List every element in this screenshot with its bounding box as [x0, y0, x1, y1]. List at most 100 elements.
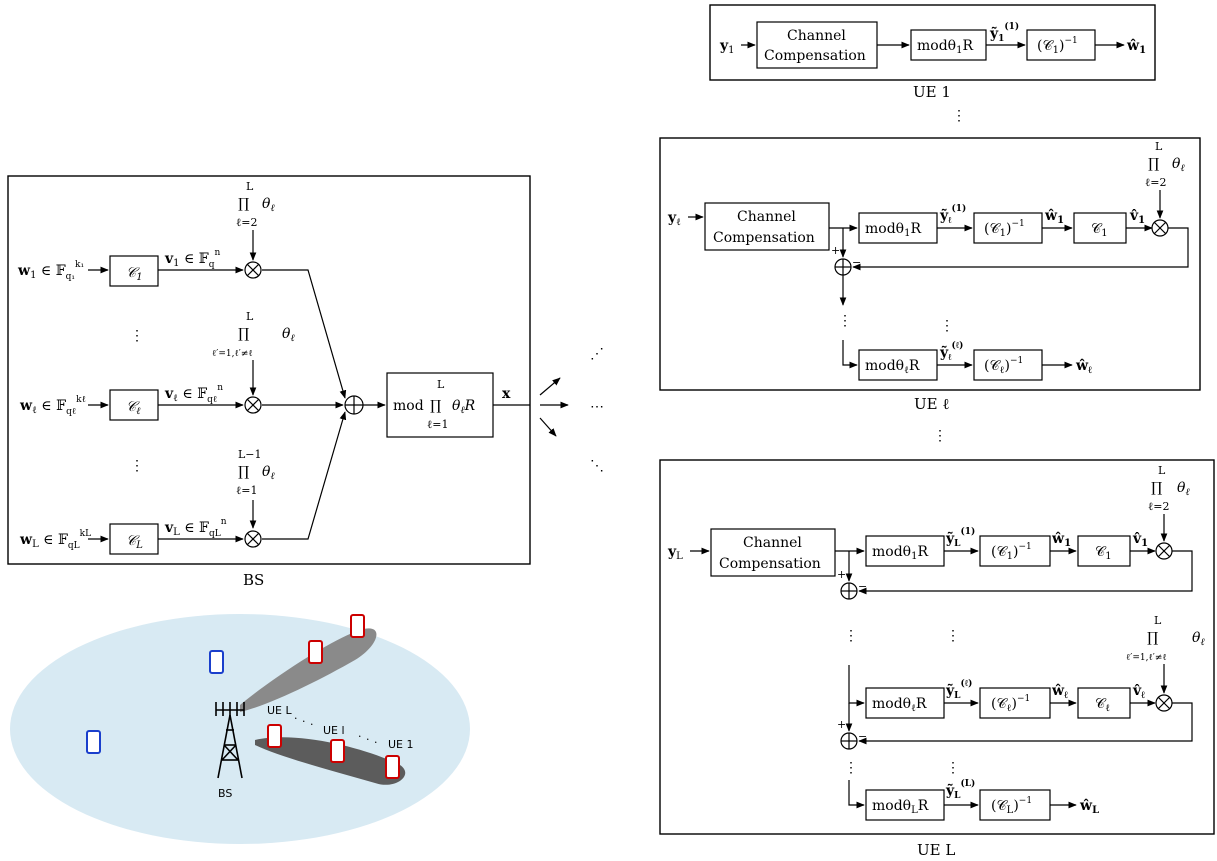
- bs-mod-block: [386, 372, 494, 438]
- svg-text:L−1: L−1: [238, 448, 262, 461]
- svg-text:⋮: ⋮: [933, 428, 947, 444]
- svg-text:∏: ∏: [238, 196, 249, 212]
- svg-text:∏: ∏: [430, 398, 441, 414]
- svg-text:θℓ: θℓ: [1177, 480, 1190, 498]
- broadcast: ⋰ ⋯ ⋱: [539, 346, 604, 474]
- cell-coverage: [10, 614, 470, 844]
- svg-text:⋰: ⋰: [590, 346, 604, 362]
- served-ue-icon: [385, 755, 400, 779]
- beam-upper: [240, 628, 377, 712]
- svg-text:ℓ=1: ℓ=1: [236, 484, 257, 497]
- uel-caption: UE ℓ: [914, 395, 950, 413]
- svg-text:θℓ: θℓ: [1192, 630, 1205, 648]
- bs-caption: BS: [243, 571, 264, 589]
- svg-text:L: L: [246, 180, 254, 193]
- svg-text:θℓ: θℓ: [1172, 156, 1185, 174]
- ueL-receiver: yL Channel Compensation modθ1R ỹL(1) (𝒞1…: [659, 459, 1215, 859]
- svg-text:ℓ′=1,ℓ′≠ℓ: ℓ′=1,ℓ′≠ℓ: [1126, 653, 1167, 663]
- svg-text:ŵL: ŵL: [1079, 798, 1099, 816]
- svg-text:−: −: [852, 256, 861, 269]
- svg-text:ℓ=2: ℓ=2: [1148, 500, 1169, 513]
- svg-text:L: L: [1158, 464, 1166, 477]
- svg-text:∏: ∏: [1151, 480, 1162, 496]
- svg-text:+: +: [837, 568, 846, 581]
- svg-text:modθ1R: modθ1R: [872, 544, 928, 562]
- svg-text:⋮: ⋮: [844, 760, 858, 776]
- svg-text:θℓR: θℓR: [452, 398, 476, 416]
- beam-label-ueL: UE L: [267, 704, 292, 717]
- svg-text:+: +: [831, 244, 840, 257]
- input-w1: w1 ∈ 𝔽q₁k₁: [17, 260, 84, 282]
- svg-text:+: +: [837, 718, 846, 731]
- svg-text:ỹℓ(ℓ): ỹℓ(ℓ): [939, 340, 963, 363]
- svg-text:yℓ: yℓ: [667, 210, 681, 228]
- svg-text:ỹℓ(1): ỹℓ(1): [939, 203, 966, 226]
- codeword-vl: vℓ ∈ 𝔽qℓn: [164, 383, 223, 405]
- svg-text:ŵ1: ŵ1: [1126, 38, 1146, 56]
- svg-text:mod: mod: [393, 398, 424, 414]
- svg-text:ℓ′=1,ℓ′≠ℓ: ℓ′=1,ℓ′≠ℓ: [212, 349, 253, 359]
- svg-text:·: ·: [374, 736, 378, 749]
- svg-text:modθLR: modθLR: [872, 798, 929, 816]
- svg-text:·: ·: [310, 718, 314, 731]
- svg-text:ỹ1(1): ỹ1(1): [989, 21, 1019, 44]
- svg-text:modθℓR: modθℓR: [872, 696, 927, 714]
- svg-text:⋮: ⋮: [952, 108, 966, 124]
- svg-text:Compensation: Compensation: [713, 230, 815, 246]
- ue1-receiver: y1 Channel Compensation modθ1R ỹ1(1) (𝒞1…: [709, 4, 1156, 124]
- svg-text:⋮: ⋮: [946, 628, 960, 644]
- svg-text:ℓ=2: ℓ=2: [1145, 176, 1166, 189]
- beam-label-ue1: UE 1: [388, 738, 414, 751]
- dots-bs-2: ⋮: [130, 458, 144, 474]
- svg-text:v̂1: v̂1: [1129, 208, 1145, 226]
- svg-text:∏: ∏: [238, 464, 249, 480]
- svg-text:Channel: Channel: [737, 209, 796, 225]
- svg-text:Compensation: Compensation: [719, 556, 821, 572]
- served-ue-icon: [267, 724, 282, 748]
- codeword-vL: vL ∈ 𝔽qLn: [164, 517, 227, 539]
- svg-text:ℓ=1: ℓ=1: [427, 418, 448, 431]
- svg-text:θℓ: θℓ: [262, 464, 275, 482]
- encoder-c1: [109, 255, 159, 287]
- uel-receiver: yℓ Channel Compensation modθ1R ỹℓ(1) (𝒞1…: [659, 137, 1201, 444]
- svg-text:y1: y1: [719, 38, 735, 56]
- svg-text:v̂1: v̂1: [1132, 531, 1148, 549]
- cell-scene: BS UE L UE l UE 1 ··· ···: [10, 614, 470, 844]
- svg-text:Channel: Channel: [743, 535, 802, 551]
- bs-tower-icon: [215, 702, 245, 779]
- codeword-v1: v1 ∈ 𝔽qn: [164, 248, 220, 270]
- svg-text:·: ·: [294, 712, 298, 725]
- svg-text:modθ1R: modθ1R: [865, 221, 921, 239]
- dots-bs-1: ⋮: [130, 328, 144, 344]
- output-x: x: [502, 386, 511, 402]
- svg-text:ỹL(1): ỹL(1): [945, 526, 975, 549]
- ueL-caption: UE L: [917, 841, 955, 859]
- svg-text:⋱: ⋱: [590, 458, 604, 474]
- svg-text:ŵ1: ŵ1: [1051, 531, 1071, 549]
- svg-text:−: −: [858, 580, 867, 593]
- svg-text:ỹL(L): ỹL(L): [945, 778, 975, 801]
- bs-transmitter: w1 ∈ 𝔽q₁k₁ 𝒞1 v1 ∈ 𝔽qn L ∏ ℓ=2 θℓ ⋮ L ∏ …: [7, 175, 531, 589]
- svg-text:⋮: ⋮: [844, 628, 858, 644]
- svg-text:modθℓR: modθℓR: [865, 358, 920, 376]
- svg-text:−: −: [858, 730, 867, 743]
- svg-text:modθ1R: modθ1R: [917, 38, 973, 56]
- served-ue-icon: [330, 739, 345, 763]
- svg-text:L: L: [1155, 140, 1163, 153]
- svg-text:·: ·: [358, 730, 362, 743]
- svg-text:θℓ: θℓ: [282, 326, 295, 344]
- svg-text:∏: ∏: [1148, 156, 1159, 172]
- beam-label-uel: UE l: [323, 724, 345, 737]
- svg-text:Compensation: Compensation: [764, 48, 866, 64]
- scene-bs-label: BS: [218, 787, 232, 800]
- served-ue-icon: [308, 640, 323, 664]
- idle-ue-icon: [86, 730, 101, 754]
- svg-text:·: ·: [302, 715, 306, 728]
- input-wL: wL ∈ 𝔽qLkL: [19, 529, 91, 551]
- svg-text:L: L: [246, 310, 254, 323]
- svg-text:⋮: ⋮: [946, 760, 960, 776]
- svg-text:ŵℓ: ŵℓ: [1051, 683, 1068, 701]
- svg-text:L: L: [1154, 614, 1162, 627]
- svg-text:ŵ1: ŵ1: [1044, 208, 1064, 226]
